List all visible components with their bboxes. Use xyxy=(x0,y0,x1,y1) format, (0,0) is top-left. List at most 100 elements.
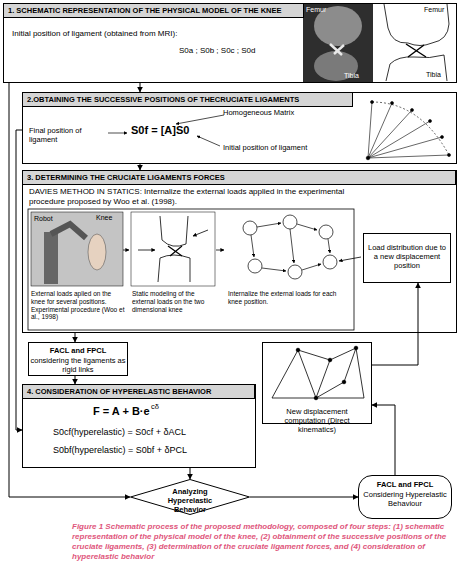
box-text: S0cf(hyperelastic) = S0cf + δACL xyxy=(53,427,186,438)
panel-caption: Static modeling of the external loads on… xyxy=(132,290,216,313)
box-text: S0bf(hyperelastic) = S0bf + δPCL xyxy=(53,445,187,456)
ligament-positions xyxy=(391,102,394,105)
knee-drawing xyxy=(386,55,447,81)
panel-caption: Internalize the external loads for each … xyxy=(228,290,350,306)
mechanism xyxy=(354,346,358,350)
load-graph xyxy=(248,259,262,273)
flow-arrow xyxy=(140,83,141,92)
load-graph xyxy=(283,215,297,229)
box-text: Considering Hyperelastic Behaviour xyxy=(361,490,449,508)
static-model xyxy=(131,212,215,286)
load-graph xyxy=(243,215,337,279)
box-text: Initial position of ligament xyxy=(223,143,353,152)
panel-caption: External loads aplied on the knee for se… xyxy=(31,290,127,321)
mechanism xyxy=(272,348,364,398)
static-model xyxy=(160,216,188,246)
leader-line xyxy=(108,115,224,146)
robot-photo xyxy=(51,224,86,238)
load-graph xyxy=(257,223,281,227)
step-heading: 4. CONSIDERATION OF HYPERELASTIC BEHAVIO… xyxy=(23,385,255,399)
mri-image xyxy=(314,51,358,81)
mechanism xyxy=(342,380,346,384)
flow-arrow xyxy=(372,405,395,475)
box-text: Analyzing Hyperelastic Behavior xyxy=(152,487,228,514)
panel-arrow xyxy=(339,257,361,261)
box-text: FACL and FPCL xyxy=(361,480,449,489)
figure-caption: Figure 1 Schematic process of the propos… xyxy=(72,522,457,562)
load-graph xyxy=(323,255,337,269)
flow-arrow xyxy=(372,283,418,365)
mri-image xyxy=(330,44,344,55)
box-text: considering the ligaments as rigid links xyxy=(29,356,127,374)
box-text: New displacement computation (Direct kin… xyxy=(265,407,369,434)
panel-arrow xyxy=(123,250,129,251)
static-model xyxy=(193,230,208,236)
inner-frame xyxy=(28,209,354,330)
process-box: New displacement computation (Direct kin… xyxy=(262,342,372,424)
box-text: S0a ; S0b ; S0c ; S0d xyxy=(179,46,299,56)
load-graph xyxy=(288,265,302,279)
box-text: DAVIES METHOD IN STATICS: Internalize th… xyxy=(29,187,359,206)
diamond-outline xyxy=(131,480,250,515)
flow-arrow xyxy=(250,497,358,498)
leader-line xyxy=(176,115,224,124)
load-graph xyxy=(319,225,333,239)
part-label: Knee xyxy=(96,214,112,222)
process-box: Load distribution due to a new displacem… xyxy=(363,233,451,283)
decision-diamond: Analyzing Hyperelastic Behavior xyxy=(130,479,250,515)
process-box: FACL and FPCLconsidering the ligaments a… xyxy=(28,342,128,376)
ligament-positions xyxy=(371,101,374,104)
flow-arrow xyxy=(140,164,141,170)
ligament-positions xyxy=(429,120,432,123)
flow-arrow xyxy=(9,83,130,497)
box-text: FACL and FPCL xyxy=(29,346,127,355)
static-model xyxy=(131,212,215,286)
mechanism xyxy=(272,346,364,400)
part-label: Robot xyxy=(34,215,53,223)
leader-line xyxy=(108,133,127,134)
mri-image xyxy=(303,4,373,82)
leader-line xyxy=(197,136,220,146)
box-text: F = A + B·e xyxy=(93,405,150,418)
part-label: Tibia xyxy=(344,72,359,80)
step-heading: 1. SCHEMATIC REPRESENTATION OF THE PHYSI… xyxy=(4,4,304,18)
static-model xyxy=(168,246,182,256)
box-text: cδ xyxy=(151,402,159,411)
load-graph xyxy=(290,229,294,263)
flow-arrow xyxy=(75,376,76,384)
step-heading: 3. DETERMINING THE CRUCIATE LIGAMENTS FO… xyxy=(23,171,456,185)
ligament-positions xyxy=(448,154,451,157)
flow-arrow xyxy=(190,468,191,479)
mechanism xyxy=(314,396,318,400)
robot-photo xyxy=(88,234,106,270)
ligament-positions xyxy=(366,156,370,160)
knee-drawing xyxy=(406,44,426,57)
box-text: Load distribution due to a new displacem… xyxy=(367,243,447,270)
load-graph xyxy=(297,224,317,230)
part-label: Femur xyxy=(424,6,444,14)
box-text: Homogeneous Matrix xyxy=(223,108,343,117)
load-graph xyxy=(262,268,286,271)
load-graph xyxy=(302,264,321,270)
flow-arrow xyxy=(16,130,22,430)
static-model xyxy=(138,250,155,251)
knee-drawing xyxy=(384,4,449,46)
flow-arrow xyxy=(75,333,76,342)
ligament-positions xyxy=(368,102,449,158)
mechanism xyxy=(296,348,300,352)
load-graph xyxy=(243,221,257,235)
ligament-positions xyxy=(441,136,444,139)
robot-photo xyxy=(31,212,123,286)
box-text: Initial position of ligament (obtained f… xyxy=(12,29,302,39)
static-model xyxy=(158,255,190,282)
robot-photo xyxy=(31,212,123,286)
ligament-positions xyxy=(411,109,414,112)
step-box: 4. CONSIDERATION OF HYPERELASTIC BEHAVIO… xyxy=(22,384,256,468)
mri-image xyxy=(303,4,373,82)
ligament-positions xyxy=(366,101,450,160)
panel-arrow xyxy=(216,250,224,251)
robot-photo xyxy=(44,232,58,284)
panel-arrow xyxy=(123,250,361,261)
